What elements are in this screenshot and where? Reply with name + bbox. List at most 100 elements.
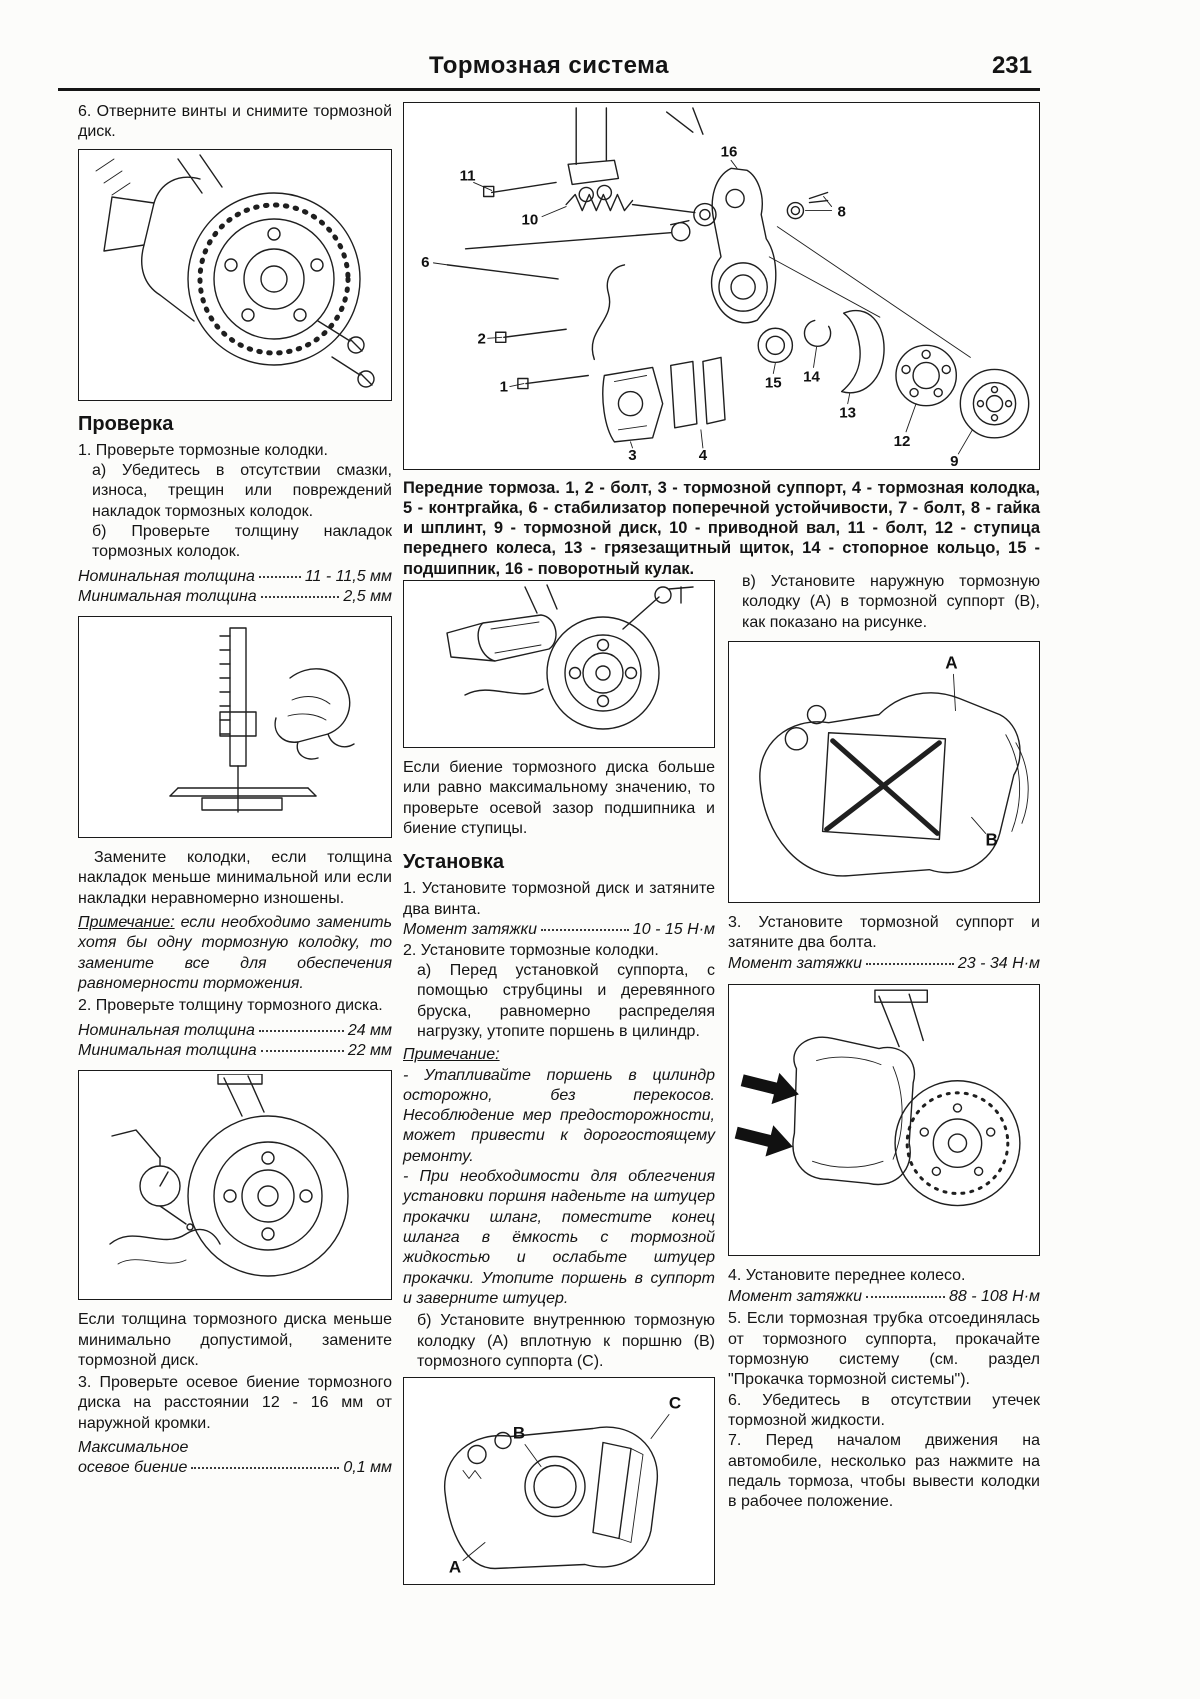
inner-brake-pad <box>592 1442 644 1544</box>
exploded-front-brake-illustration: 11 10 6 <box>421 107 1030 466</box>
spec-disc-min: Минимальная толщина 22 мм <box>78 1041 392 1062</box>
figure-disc-thickness-measurement <box>78 1070 392 1301</box>
tie-rod <box>464 219 691 250</box>
part-label-8: 8 <box>837 204 845 221</box>
dot-leader <box>258 1029 344 1032</box>
vernier-caliper <box>219 627 257 813</box>
caliper-bracket <box>446 614 557 662</box>
spec-value: 2,5 мм <box>343 588 392 606</box>
disc-replace-text: Если толщина тормозного диска меньше мин… <box>78 1311 392 1369</box>
install-step-1: 1. Установите тормозной диск и затяните … <box>403 880 715 918</box>
dot-leader <box>260 1050 344 1053</box>
outer-pad-install-illustration: A B <box>759 653 1029 877</box>
install-step-2v: в) Установите наружную тормозную колодку… <box>742 573 1040 631</box>
brake-hose <box>464 688 544 696</box>
figure-exploded-front-brake: 11 10 6 <box>403 102 1040 470</box>
part-label-3: 3 <box>628 447 636 464</box>
inner-pad-install-illustration: A B C <box>444 1394 681 1577</box>
spec-label: Номинальная толщина <box>78 567 255 585</box>
bolt-1 <box>509 374 589 390</box>
disc-thickness-illustration <box>109 1074 349 1277</box>
right-column: в) Установите наружную тормозную колодку… <box>728 572 1040 1513</box>
install-note-label: Примечание: <box>403 1046 500 1064</box>
suspension-strut <box>217 1074 265 1117</box>
install-step-6: 6. Убедитесь в отсутствии утечек тормозн… <box>728 1391 1040 1430</box>
middle-column: Если биение тормозного диска больше или … <box>403 580 715 1586</box>
page-content: 6. Отверните винты и снимите тормозной д… <box>78 102 1040 1682</box>
install-note-1: - Утапливайте поршень в цилиндр осторожн… <box>403 1066 715 1165</box>
pad-thickness-illustration <box>169 627 355 813</box>
note-body: если необходимо заменить хотя бы одну то… <box>78 914 392 992</box>
spec-value: 11 - 11,5 мм <box>304 567 392 585</box>
figure-disc-runout-measurement <box>403 580 715 748</box>
caliper-assembly <box>792 1036 916 1186</box>
note-text: Примечание: если необходимо заменить хот… <box>78 913 392 994</box>
stabilizer-link-6 <box>432 262 559 280</box>
spec-label: Момент затяжки <box>728 1287 862 1305</box>
brake-pads-4 <box>670 356 726 449</box>
hand-and-hose <box>109 1229 221 1265</box>
part-label-1: 1 <box>500 379 508 396</box>
spec-value: 23 - 34 Н·м <box>957 954 1040 972</box>
install-step-2: 2. Установите тормозные колодки. <box>403 941 659 959</box>
install-step-3: 3. Установите тормозной суппорт и затяни… <box>728 913 1040 952</box>
part-label-6: 6 <box>421 254 429 271</box>
exploded-diagram-caption: Передние тормоза. 1, 2 - болт, 3 - тормо… <box>403 479 1040 578</box>
check-step-1: 1. Проверьте тормозные колодки. <box>78 441 328 459</box>
brake-disc <box>894 1080 1021 1207</box>
spec-label: Минимальная толщина <box>78 588 257 606</box>
guide-pin-bushings <box>784 704 827 751</box>
install-step-7: 7. Перед началом движения на автомобиле,… <box>728 1432 1040 1511</box>
knuckle-bracket <box>874 989 928 1048</box>
label-B: B <box>986 830 998 849</box>
bolt-2 <box>487 328 567 344</box>
spec-disc-nominal: Номинальная толщина 24 мм <box>78 1021 392 1042</box>
torque-spec-disc: Момент затяжки 10 - 15 Н·м <box>403 920 715 941</box>
caliper-install-illustration <box>734 989 1021 1207</box>
brake-hose <box>591 264 626 361</box>
disc-edge <box>1005 734 1029 832</box>
torque-spec-caliper: Момент затяжки 23 - 34 Н·м <box>728 954 1040 975</box>
install-direction-arrow <box>740 1073 799 1105</box>
dust-shield-13 <box>840 309 885 405</box>
label-leaders <box>953 673 987 834</box>
steering-knuckle-16 <box>710 159 777 324</box>
brake-disc <box>187 1115 349 1277</box>
steering-knuckle <box>95 153 223 322</box>
spec-value: 88 - 108 Н·м <box>948 1287 1040 1305</box>
part-label-11: 11 <box>460 167 476 184</box>
note-label: Примечание: <box>78 914 175 932</box>
check-step-3: 3. Проверьте осевое биение тормозного ди… <box>78 1374 392 1432</box>
torque-spec-wheel: Момент затяжки 88 - 108 Н·м <box>728 1287 1040 1308</box>
dot-leader <box>191 1467 340 1470</box>
wheel-hub-12 <box>895 344 958 433</box>
figure-pad-thickness-measurement <box>78 616 392 839</box>
spec-value: 22 мм <box>347 1042 392 1060</box>
strut-clevis <box>567 107 704 203</box>
part-label-4: 4 <box>699 447 708 464</box>
spec-label: Номинальная толщина <box>78 1021 255 1039</box>
bolt-11 <box>473 181 557 198</box>
disc-runout-illustration <box>446 584 694 730</box>
dot-leader <box>865 962 954 965</box>
dial-gauge <box>622 586 694 630</box>
brake-disc <box>187 191 361 366</box>
check-step-1a: а) Убедитесь в отсутствии смазки, износа… <box>92 461 392 520</box>
spec-value: 0,1 мм <box>343 1459 392 1477</box>
brake-caliper-3 <box>602 366 664 449</box>
assembly-axis-lines <box>768 226 971 358</box>
page-number: 231 <box>991 52 1032 79</box>
figure-inner-pad-install: A B C <box>403 1377 715 1586</box>
install-step-4: 4. Установите переднее колесо. <box>728 1267 966 1285</box>
part-label-15: 15 <box>765 375 782 392</box>
nut-and-cotter-pin-8 <box>786 191 833 220</box>
suspension-strut <box>524 584 558 614</box>
label-A: A <box>449 1558 461 1577</box>
install-note-2: - При необходимости для облегчения устан… <box>403 1168 715 1307</box>
label-C: C <box>669 1394 681 1413</box>
snap-ring-14 <box>803 319 832 368</box>
runout-result-text: Если биение тормозного диска больше или … <box>403 759 715 837</box>
spec-pad-nominal: Номинальная толщина 11 - 11,5 мм <box>78 567 392 588</box>
check-step-2: 2. Проверьте толщину тормозного диска. <box>78 997 383 1015</box>
